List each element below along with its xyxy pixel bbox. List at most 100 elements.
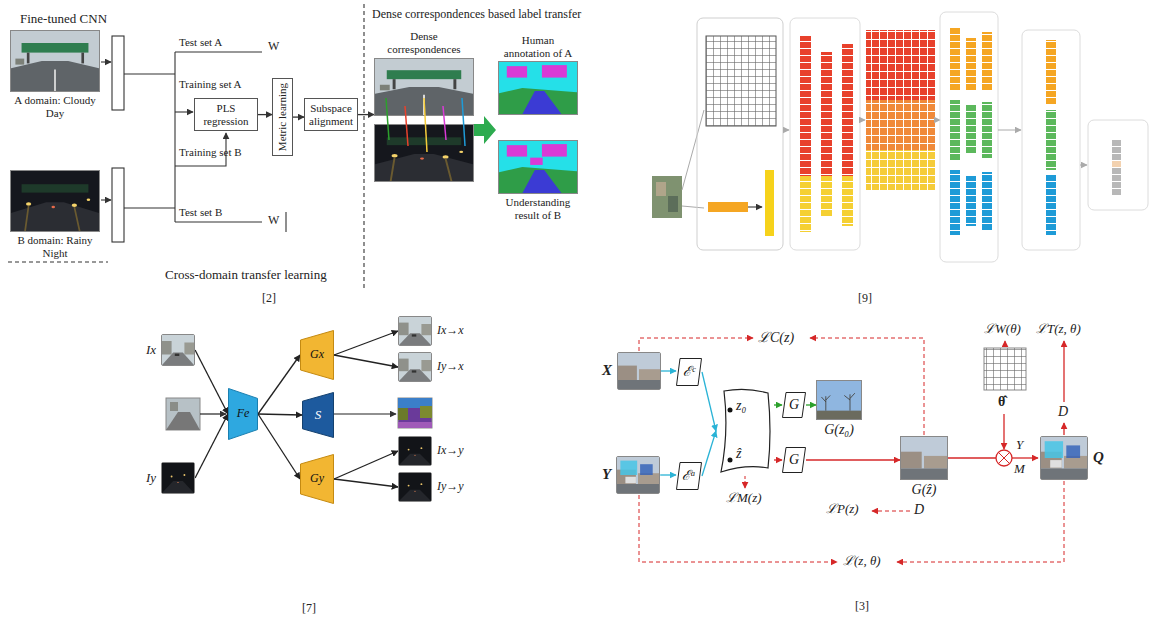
photo-part [399, 353, 431, 381]
photo-part [621, 461, 638, 475]
node-text: Gx [310, 348, 324, 362]
correspondence-line [386, 98, 389, 140]
panel-2-wires-part [124, 207, 175, 208]
correspondence-line [405, 106, 408, 146]
connector [195, 414, 228, 478]
photo-part [530, 158, 542, 165]
photo-part [380, 85, 390, 91]
photo-part [399, 437, 431, 465]
node-text: G(z₀) [824, 422, 854, 438]
connector [293, 116, 304, 117]
photo-part [87, 199, 91, 201]
photo-part [399, 473, 431, 501]
photo-part [924, 456, 947, 469]
node-text: Y [602, 466, 611, 483]
photo-part [420, 158, 424, 160]
panel-9-art-part [783, 130, 789, 131]
photo-part [522, 91, 561, 114]
panel-2-wires-part [175, 51, 262, 52]
panel-2-wires-part [124, 73, 175, 74]
photo-part [901, 469, 947, 480]
photo-part [387, 70, 461, 79]
photo-part [817, 381, 861, 419]
photo-part [27, 53, 30, 64]
photo-part [507, 145, 527, 156]
panel-2-wires-part [175, 111, 193, 112]
correspondence-lines [374, 58, 474, 182]
photo-part [399, 359, 409, 372]
connector [774, 459, 782, 460]
panel-2-wires-part [101, 61, 111, 62]
photo-art [11, 31, 99, 91]
photo-part [412, 370, 416, 372]
photo-art [399, 473, 431, 501]
photo-part [640, 464, 653, 475]
image-node: Human annotation of A [498, 32, 578, 115]
network-block: G [782, 392, 806, 418]
photo [398, 352, 432, 382]
figure-reference: [3] [855, 600, 869, 614]
latent-point [728, 458, 733, 463]
photo-part [617, 484, 659, 493]
photo-part [399, 323, 409, 336]
photo-art [399, 437, 431, 465]
photo-part [26, 202, 31, 206]
connector [195, 350, 228, 414]
photo-art [618, 353, 660, 389]
panel-9-art-part [790, 18, 860, 250]
node-text: X [602, 362, 612, 379]
panel-3-art-part [639, 495, 837, 562]
image-pair [374, 58, 474, 182]
image-node: Understanding result of B [498, 140, 578, 223]
text-label: Test set B [179, 206, 222, 219]
photo-part [399, 333, 431, 345]
panel-3-art-part [745, 476, 746, 488]
panel-9-art-part [682, 206, 704, 208]
photo-part [412, 334, 416, 336]
panel-7-art [166, 398, 432, 430]
connector [774, 404, 782, 405]
node-text: Iy [146, 471, 156, 486]
photo-part [1050, 460, 1062, 468]
text-label: ℒW(θ) [984, 322, 1021, 337]
text-label: ℒ(z, θ) [843, 554, 881, 569]
photo [498, 61, 578, 115]
panel-9-art-part [656, 182, 666, 196]
connector [806, 459, 900, 460]
panel-7-art-part [170, 402, 178, 411]
photo-part [175, 354, 179, 356]
panel-9-art-part [1080, 165, 1087, 166]
panel-3-art [639, 338, 1064, 562]
photo-part [1041, 437, 1087, 479]
text-label: Dense correspondences based label transf… [372, 8, 581, 22]
photo-part [162, 341, 172, 355]
panel-9-art-part [950, 28, 992, 235]
photo-part [420, 483, 422, 485]
photo [900, 436, 948, 480]
photo-part [459, 151, 463, 153]
panel-3-art-part [639, 338, 753, 351]
photo-art [901, 437, 947, 479]
photo-part [617, 457, 659, 493]
photo [498, 140, 578, 194]
photo-part [392, 154, 398, 157]
node-text: Iy→x [437, 360, 464, 374]
outline [229, 389, 258, 440]
panel-9-art-part [697, 18, 783, 250]
photo-art [399, 353, 431, 381]
panel-9-art-part [866, 30, 936, 190]
panel-9-art-part [706, 36, 776, 126]
connector [258, 414, 302, 415]
node-text: Q [1093, 449, 1104, 466]
network-block: Fe [228, 388, 258, 440]
photo-part [22, 184, 89, 192]
photo-part [375, 154, 473, 181]
text-label: ℒM(z) [726, 491, 762, 506]
panel-7-art-part [166, 412, 200, 430]
node-text: Gy [310, 472, 324, 486]
image-node: Iy→x [398, 352, 464, 382]
image-node: A domain: Cloudy Day [10, 30, 100, 121]
network-block: Gy [300, 454, 334, 504]
